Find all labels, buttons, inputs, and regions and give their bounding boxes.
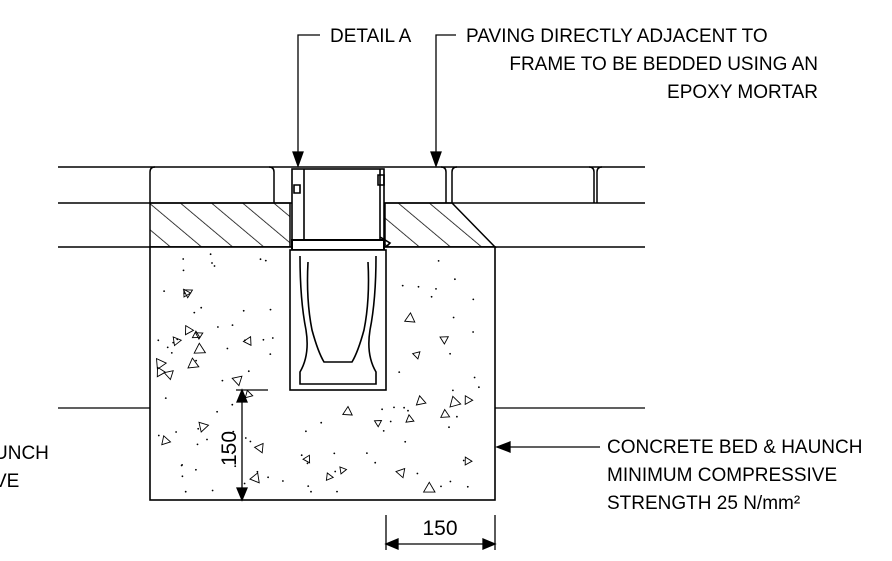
cropped-note-left-1: UNCH <box>0 443 49 464</box>
concrete-aggregate <box>155 253 480 493</box>
bed-depth-dimension <box>236 388 268 502</box>
paving-note-line-3: EPOXY MORTAR <box>667 82 818 103</box>
concrete-note-line-2: MINIMUM COMPRESSIVE <box>607 465 837 486</box>
bed-depth-label: 150 <box>218 431 241 466</box>
concrete-note-line-1: CONCRETE BED & HAUNCH <box>607 437 862 458</box>
haunch-width-label: 150 <box>422 517 457 540</box>
detail-a-callout <box>292 34 320 168</box>
paving-note-line-2: FRAME TO BE BEDDED USING AN <box>509 54 818 75</box>
paving-note-line-1: PAVING DIRECTLY ADJACENT TO <box>466 26 768 47</box>
haunch-width-dimension <box>384 515 497 550</box>
concrete-note-line-3: STRENGTH 25 N/mm² <box>607 493 800 514</box>
paving-note-callout <box>430 34 456 168</box>
cropped-note-left-2: VE <box>0 471 19 492</box>
channel-drain <box>289 168 392 391</box>
detail-a-label: DETAIL A <box>330 26 412 47</box>
concrete-note-callout <box>495 441 600 453</box>
